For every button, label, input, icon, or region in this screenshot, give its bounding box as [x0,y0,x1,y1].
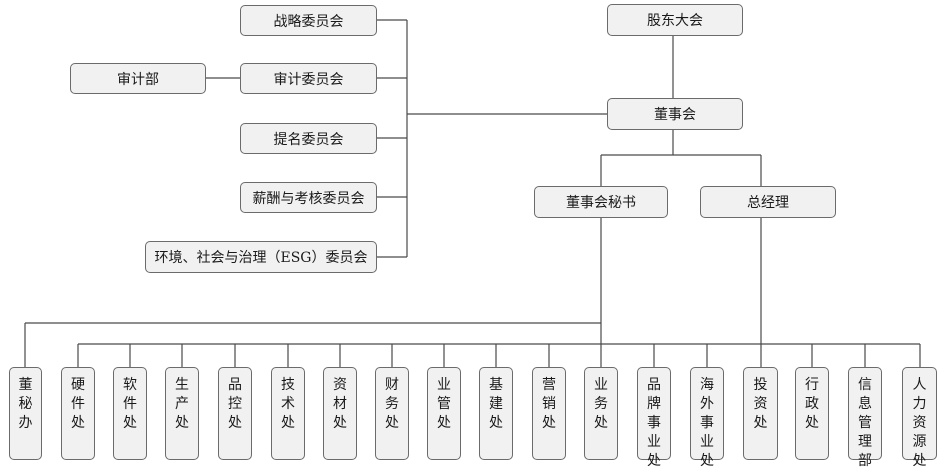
dept-label: 人力资源处 [912,377,927,469]
dept-business-management: 业管处 [427,367,461,460]
dept-board-office: 董秘办 [9,367,42,460]
dept-hardware: 硬件处 [61,367,95,460]
board-box: 董事会 [607,98,743,130]
dept-label: 财务处 [385,377,399,431]
dept-label: 品牌事业处 [647,377,661,469]
dept-materials: 资材处 [323,367,357,460]
dept-quality: 品控处 [218,367,252,460]
dept-human-resources: 人力资源处 [902,367,937,469]
committee-audit: 审计委员会 [240,63,377,94]
audit-dept-label: 审计部 [117,71,159,88]
committee-label: 薪酬与考核委员会 [252,190,365,207]
dept-infrastructure: 基建处 [479,367,513,460]
committee-strategy: 战略委员会 [240,5,377,36]
board-secretary-box: 董事会秘书 [534,186,668,218]
dept-investment: 投资处 [743,367,778,460]
dept-label: 技术处 [281,377,295,431]
dept-label: 资材处 [333,377,347,431]
dept-production: 生产处 [165,367,199,460]
dept-label: 品控处 [228,377,242,431]
dept-technology: 技术处 [271,367,305,460]
dept-marketing: 营销处 [532,367,566,460]
dept-label: 投资处 [753,377,768,431]
dept-brand: 品牌事业处 [637,367,671,469]
committee-nomination: 提名委员会 [240,123,377,154]
dept-label: 软件处 [123,377,137,431]
committee-esg: 环境、社会与治理（ESG）委员会 [145,241,377,273]
dept-label: 海外事业处 [700,377,714,469]
dept-administration: 行政处 [795,367,829,460]
dept-label: 业管处 [437,377,451,431]
dept-business: 业务处 [584,367,618,460]
dept-overseas: 海外事业处 [690,367,724,469]
committee-label: 审计委员会 [273,71,344,88]
dept-label: 硬件处 [71,377,85,431]
general-manager-label: 总经理 [747,195,789,211]
committee-label: 环境、社会与治理（ESG）委员会 [154,250,368,266]
board-secretary-label: 董事会秘书 [566,195,636,211]
audit-dept-box: 审计部 [70,63,206,94]
dept-information: 信息管理部 [848,367,882,469]
dept-label: 行政处 [805,377,819,431]
committee-label: 战略委员会 [273,13,344,30]
dept-software: 软件处 [113,367,147,460]
shareholders-label: 股东大会 [647,13,703,29]
general-manager-box: 总经理 [700,186,836,218]
shareholders-box: 股东大会 [607,4,743,36]
dept-label: 生产处 [175,377,189,431]
committee-label: 提名委员会 [273,131,344,148]
dept-finance: 财务处 [375,367,409,460]
committee-remuneration: 薪酬与考核委员会 [240,182,377,213]
dept-label: 基建处 [489,377,503,431]
dept-label: 营销处 [542,377,556,431]
dept-label: 董秘办 [18,377,33,431]
board-label: 董事会 [654,107,696,123]
dept-label: 信息管理部 [858,377,872,469]
dept-label: 业务处 [594,377,608,431]
